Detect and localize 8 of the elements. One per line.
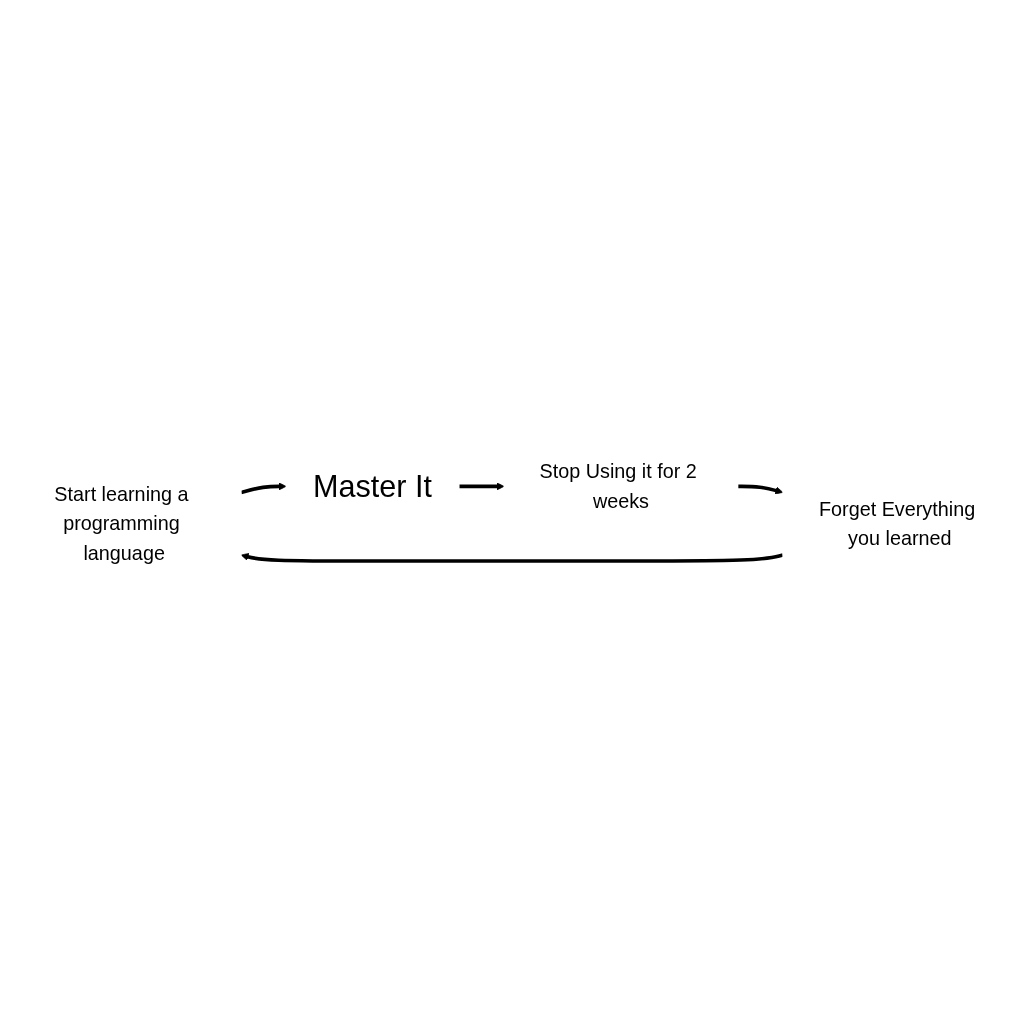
arrow — [240, 481, 287, 494]
arrow — [240, 552, 784, 563]
node-text: Start learning a programming language — [54, 482, 189, 565]
arrow — [737, 484, 784, 494]
node-text: Master It — [313, 468, 433, 503]
node-text: Stop Using it for 2 weeks — [539, 459, 697, 512]
node-text: Forget Everything you learned — [818, 497, 976, 550]
arrow — [459, 481, 505, 490]
